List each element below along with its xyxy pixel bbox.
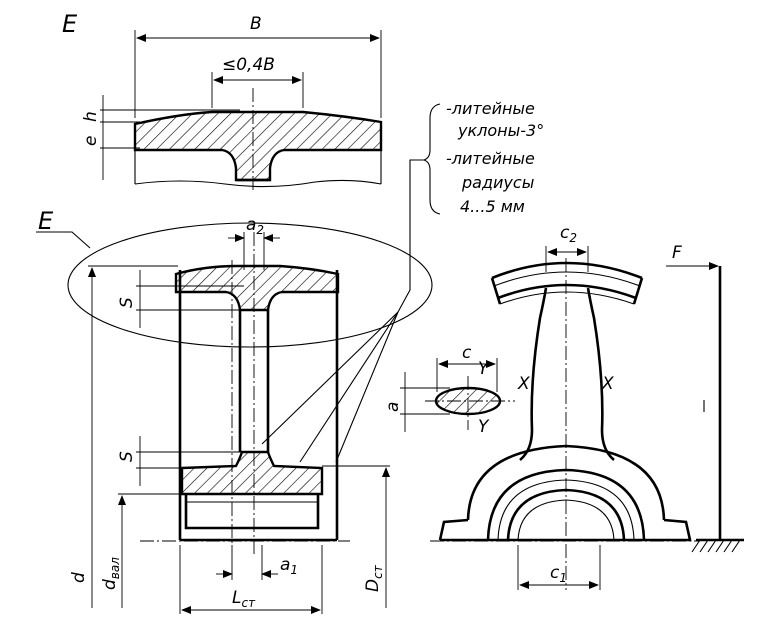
spoke-cross-section: c a Y Y X xyxy=(383,343,530,437)
hub-section xyxy=(180,450,324,496)
hub-bore xyxy=(184,494,320,530)
c2-label: c2 xyxy=(560,223,577,245)
y-top-label: Y xyxy=(478,359,490,379)
wheel-section-view: E a2 S S d xyxy=(36,207,433,614)
casting-notes: -литейные уклоны-3° -литейные радиусы 4.… xyxy=(261,99,544,463)
s-top-label: S xyxy=(117,297,137,308)
spoke-wheel-view: c2 X c1 xyxy=(430,223,700,590)
d-label: d xyxy=(69,572,89,583)
hub-outer-arch xyxy=(466,444,666,521)
d-val-label: dвал xyxy=(100,557,122,590)
force-diagram: F xyxy=(666,243,744,553)
s-bottom-label: S xyxy=(117,451,137,462)
a2-label: a2 xyxy=(246,215,264,237)
rim-section-detail xyxy=(133,110,383,182)
rim-outer xyxy=(491,261,643,280)
note-line-5: 4...5 мм xyxy=(460,197,525,216)
detail-e-view: E B ≤0,4B e h xyxy=(62,10,383,190)
e-label: e xyxy=(81,136,101,146)
c1-label: c1 xyxy=(550,563,567,585)
width-b-label: B xyxy=(250,14,262,34)
a-label: a xyxy=(383,402,403,412)
detail-marker-label: E xyxy=(62,10,78,38)
x-left-label: X xyxy=(517,374,530,394)
disc-web xyxy=(238,310,270,452)
force-f-label: F xyxy=(672,243,682,263)
c-label: c xyxy=(462,343,472,363)
notes-brace xyxy=(422,103,441,215)
wheel-outline xyxy=(178,270,339,542)
note-line-2: уклоны-3° xyxy=(457,121,544,140)
y-bottom-label: Y xyxy=(478,417,490,437)
hub-limit-label: ≤0,4B xyxy=(222,55,275,75)
detail-callout-ellipse xyxy=(67,222,433,348)
note-line-1: -литейные xyxy=(446,99,535,118)
spoke-left-edge xyxy=(519,287,548,461)
rim-section xyxy=(174,264,340,312)
note-line-4: радиусы xyxy=(461,173,534,192)
note-line-3: -литейные xyxy=(446,149,535,168)
hub-base xyxy=(438,518,692,542)
l-st-label: Lст xyxy=(232,588,256,610)
callout-e-label: E xyxy=(38,207,54,235)
x-right-label: X xyxy=(601,374,614,394)
spoke-right-edge xyxy=(586,287,615,461)
h-label: h xyxy=(81,111,101,122)
d-st-label: Dст xyxy=(363,564,385,592)
a1-label: a1 xyxy=(280,555,298,577)
